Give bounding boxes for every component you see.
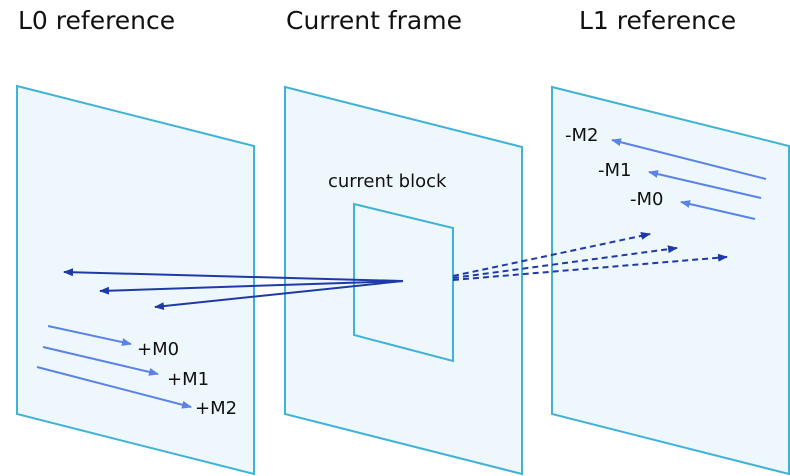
l1-offset-label-m0: -M0: [630, 189, 663, 210]
l0-offset-arrow-m1: [42, 346, 159, 376]
l0-offset-label-m2: +M2: [195, 398, 237, 419]
current-block-label: current block: [328, 171, 447, 192]
l0-offset-label-m1: +M1: [167, 369, 209, 390]
l1-reference-frame: [551, 85, 790, 476]
mv-l1-arrow-1: [452, 231, 651, 277]
l1-offset-arrow-m1: [648, 170, 762, 199]
l1-offset-arrow-m0: [680, 200, 756, 220]
mv-l0-arrow-2: [99, 280, 404, 295]
l1-motion-vectors: [452, 231, 728, 281]
l1-offset-label-m1: -M1: [598, 160, 631, 181]
l0-offset-arrow-m0: [47, 325, 132, 347]
l1-offset-label-m2: -M2: [565, 125, 598, 146]
l0-offset-arrows: [36, 325, 192, 409]
mv-l0-arrow-3: [154, 280, 404, 311]
mv-l0-arrow-1: [63, 268, 404, 282]
l0-reference-title: L0 reference: [18, 6, 175, 35]
mv-l1-arrow-3: [452, 253, 728, 281]
l0-offset-label-m0: +M0: [137, 339, 179, 360]
l1-offset-arrow-m2: [611, 138, 767, 180]
l1-offset-arrows: [611, 138, 767, 220]
l1-reference-title: L1 reference: [579, 6, 736, 35]
l0-motion-vectors: [63, 268, 404, 311]
l0-offset-arrow-m2: [36, 366, 192, 409]
current-block: [353, 202, 454, 363]
current-frame-title: Current frame: [286, 6, 462, 35]
mv-l1-arrow-2: [452, 245, 678, 279]
